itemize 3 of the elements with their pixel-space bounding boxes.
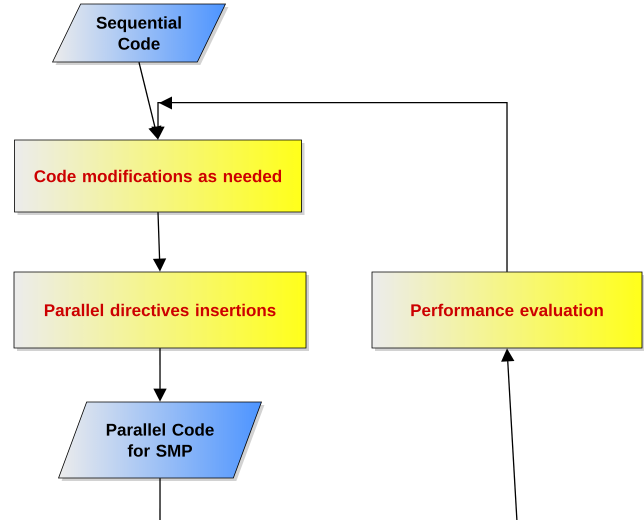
process-box: Parallel directives insertions — [14, 272, 309, 351]
process-box: Code modifications as needed — [14, 140, 304, 215]
process-box: Performance evaluation — [372, 272, 644, 351]
